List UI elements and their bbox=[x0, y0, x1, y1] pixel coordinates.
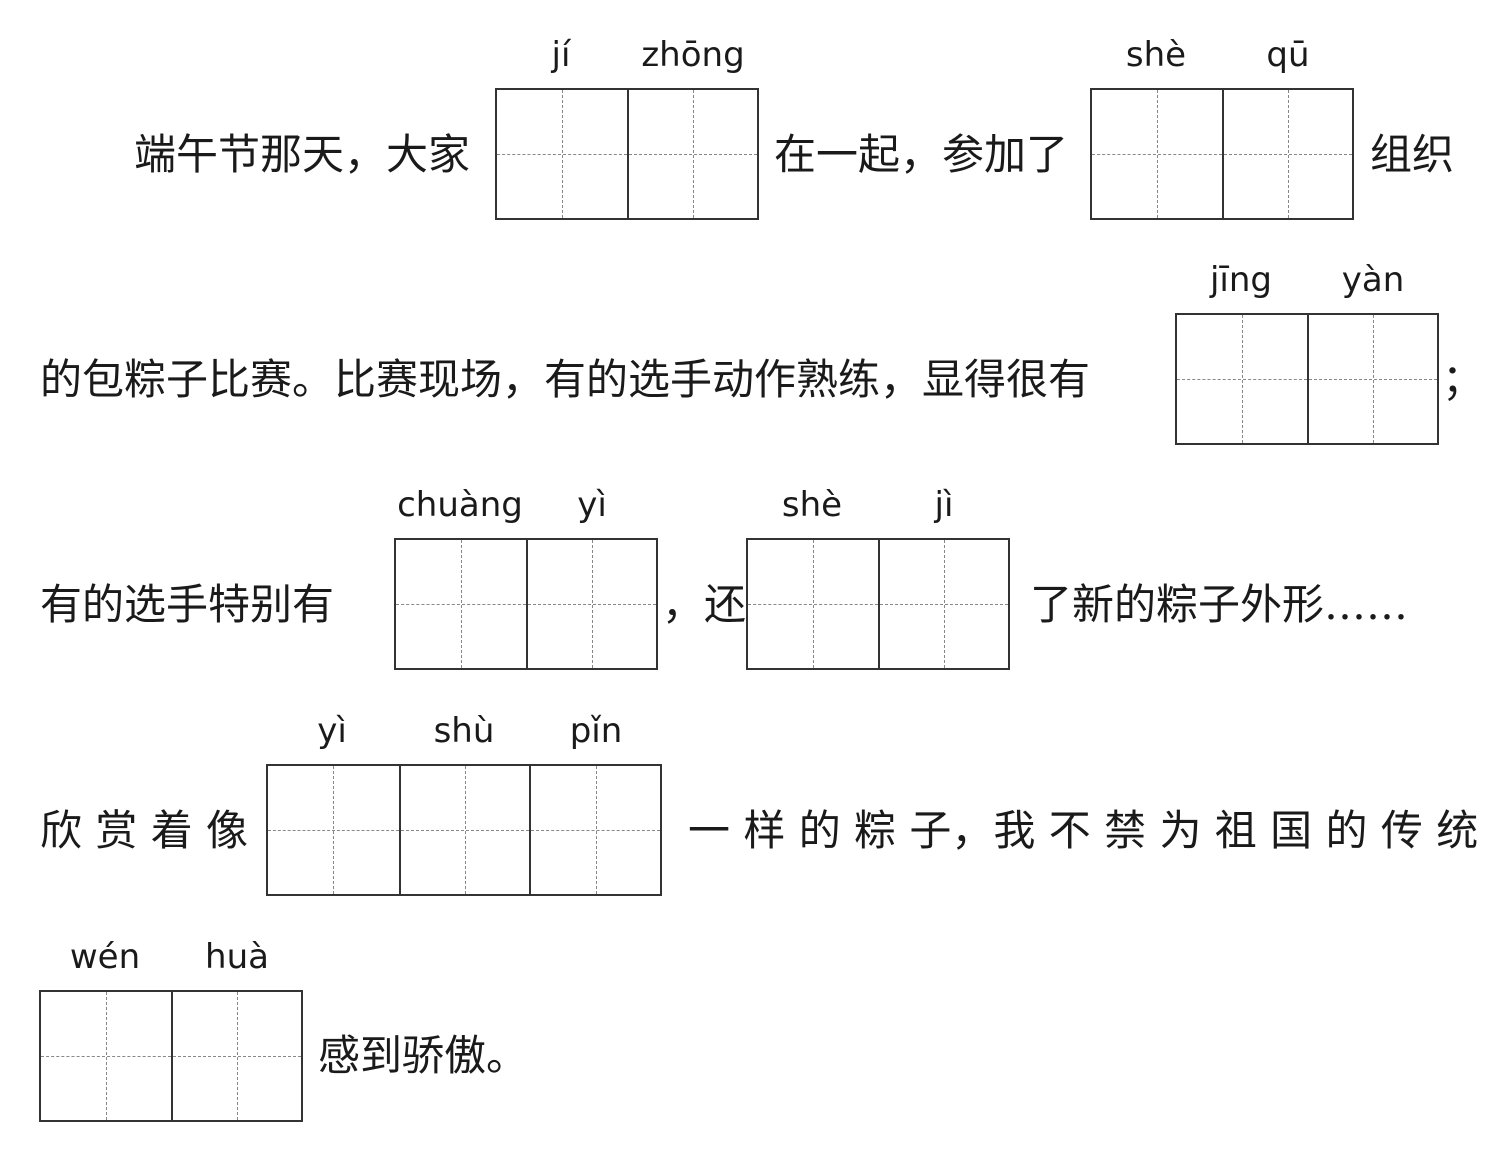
pinyin: pǐn bbox=[569, 711, 623, 751]
tianzige-grid[interactable] bbox=[394, 538, 658, 670]
tianzige-grid[interactable] bbox=[266, 764, 662, 896]
pinyin: huà bbox=[205, 937, 269, 977]
line3-text-b: ，还 bbox=[662, 580, 747, 629]
line4-text-b: 一 样 的 粽 子，我 不 禁 为 祖 国 的 传 统 bbox=[688, 806, 1479, 855]
pinyin: yàn bbox=[1341, 260, 1405, 300]
pinyin: wén bbox=[69, 937, 141, 977]
blank-ji-zhong[interactable]: jí zhōng bbox=[495, 38, 759, 220]
writing-cell[interactable] bbox=[398, 766, 530, 894]
pinyin: shù bbox=[433, 711, 495, 751]
line1-text-c: 组织 bbox=[1370, 130, 1455, 179]
writing-cell[interactable] bbox=[1221, 90, 1353, 218]
writing-cell[interactable] bbox=[170, 992, 302, 1120]
pinyin: zhōng bbox=[641, 35, 745, 75]
tianzige-grid[interactable] bbox=[1175, 313, 1439, 445]
line3-text-c: 了新的粽子外形…… bbox=[1030, 580, 1409, 629]
pinyin: chuàng bbox=[397, 485, 523, 525]
pinyin: jīng bbox=[1209, 260, 1273, 300]
writing-cell[interactable] bbox=[525, 540, 657, 668]
writing-cell[interactable] bbox=[748, 540, 878, 668]
line1-text-b: 在一起，参加了 bbox=[774, 130, 1069, 179]
line4-text-a: 欣 赏 着 像 bbox=[40, 806, 249, 855]
writing-cell[interactable] bbox=[41, 992, 171, 1120]
blank-she-qu[interactable]: shè qū bbox=[1090, 38, 1354, 220]
line2-text-a: 的包粽子比赛。比赛现场，有的选手动作熟练，显得很有 bbox=[40, 355, 1091, 404]
line5-text-a: 感到骄傲。 bbox=[318, 1031, 529, 1080]
blank-jing-yan[interactable]: jīng yàn bbox=[1175, 263, 1439, 445]
blank-she-ji[interactable]: shè jì bbox=[746, 488, 1010, 670]
pinyin: yì bbox=[577, 485, 607, 525]
tianzige-grid[interactable] bbox=[495, 88, 759, 220]
writing-cell[interactable] bbox=[268, 766, 399, 894]
pinyin: yì bbox=[317, 711, 347, 751]
line2-text-b: ； bbox=[1442, 355, 1485, 404]
pinyin: shè bbox=[1125, 35, 1187, 75]
writing-cell[interactable] bbox=[529, 766, 660, 894]
blank-chuang-yi[interactable]: chuàng yì bbox=[394, 488, 658, 670]
writing-cell[interactable] bbox=[626, 90, 758, 218]
pinyin: shè bbox=[781, 485, 843, 525]
pinyin: jì bbox=[934, 485, 954, 525]
pinyin: qū bbox=[1266, 35, 1310, 75]
tianzige-grid[interactable] bbox=[1090, 88, 1354, 220]
tianzige-grid[interactable] bbox=[746, 538, 1010, 670]
blank-wen-hua[interactable]: wén huà bbox=[39, 940, 303, 1122]
writing-cell[interactable] bbox=[396, 540, 526, 668]
writing-cell[interactable] bbox=[1092, 90, 1222, 218]
line1-text-a: 端午节那天，大家 bbox=[134, 130, 471, 179]
writing-cell[interactable] bbox=[497, 90, 627, 218]
writing-cell[interactable] bbox=[877, 540, 1009, 668]
writing-cell[interactable] bbox=[1306, 315, 1438, 443]
writing-cell[interactable] bbox=[1177, 315, 1307, 443]
tianzige-grid[interactable] bbox=[39, 990, 303, 1122]
blank-yi-shu-pin[interactable]: yì shù pǐn bbox=[266, 714, 662, 896]
pinyin: jí bbox=[551, 35, 571, 75]
line3-text-a: 有的选手特别有 bbox=[40, 580, 335, 629]
